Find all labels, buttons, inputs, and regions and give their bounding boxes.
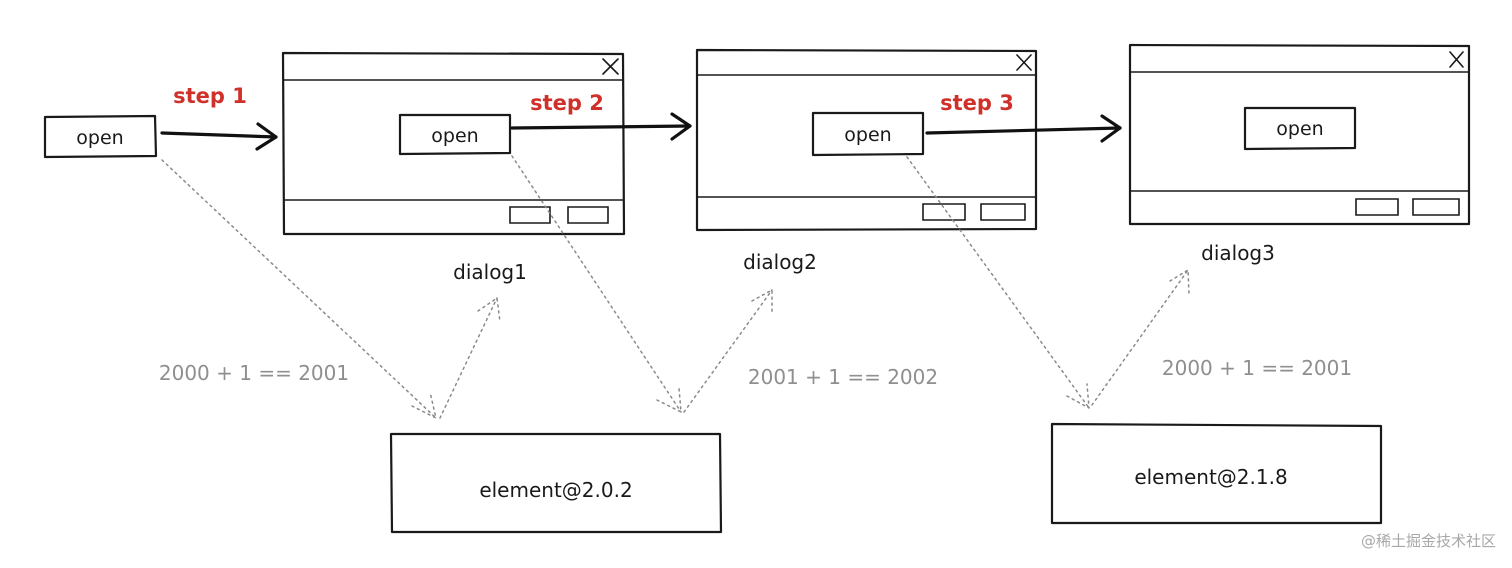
dialog2-footer-button-1[interactable] <box>922 203 966 221</box>
open-button-initial-label: open <box>76 127 123 149</box>
element-version-box-b: element@2.1.8 <box>1050 422 1383 525</box>
dialog1-footer-button-1[interactable] <box>509 206 551 224</box>
open-button-dialog2[interactable]: open <box>811 111 925 157</box>
dialog1-window <box>281 51 626 236</box>
dialog2-footer-button-2[interactable] <box>980 203 1026 221</box>
step1-label: step 1 <box>173 84 247 108</box>
dialog1-label: dialog1 <box>453 260 527 284</box>
dotted-arrow-element-a-to-dialog2 <box>683 289 773 413</box>
step3-label: step 3 <box>940 91 1014 115</box>
step2-arrow <box>510 112 692 141</box>
dialog3-close-icon[interactable] <box>1449 51 1464 68</box>
dialog3-label: dialog3 <box>1201 241 1275 265</box>
dialog3-footer-button-1[interactable] <box>1355 198 1399 216</box>
element-version-box-a: element@2.0.2 <box>389 432 723 534</box>
equation-1: 2000 + 1 == 2001 <box>159 361 349 385</box>
dialog1-close-icon[interactable] <box>602 58 619 75</box>
dialog1-footer-button-2[interactable] <box>567 206 609 224</box>
step2-label: step 2 <box>530 91 604 115</box>
element-version-b-label: element@2.1.8 <box>1134 465 1287 489</box>
dotted-arrow-element-a-to-dialog1 <box>439 297 501 419</box>
dialog3-footer-button-2[interactable] <box>1412 198 1460 216</box>
element-version-a-label: element@2.0.2 <box>479 478 632 502</box>
dialog3-window <box>1128 43 1471 226</box>
dialog2-label: dialog2 <box>743 250 817 274</box>
open-button-dialog3-label: open <box>1276 118 1323 140</box>
open-button-dialog1-label: open <box>431 125 478 147</box>
dotted-arrow-dialog1-to-element-a <box>511 155 682 413</box>
watermark: @稀土掘金技术社区 <box>1361 532 1496 550</box>
dialog2-close-icon[interactable] <box>1016 54 1032 71</box>
open-button-dialog2-label: open <box>844 124 891 146</box>
open-button-dialog1[interactable]: open <box>398 113 512 156</box>
open-button-initial[interactable]: open <box>43 114 158 159</box>
open-button-dialog3[interactable]: open <box>1243 106 1357 151</box>
dotted-arrow-initial-to-element-a <box>161 159 437 419</box>
dialog2-window <box>695 48 1038 232</box>
step3-arrow <box>925 114 1122 143</box>
equation-2: 2001 + 1 == 2002 <box>748 365 938 389</box>
dotted-arrow-dialog2-to-element-b <box>906 156 1090 409</box>
step1-arrow <box>160 122 278 151</box>
dotted-arrow-element-b-to-dialog3 <box>1091 269 1190 406</box>
equation-3: 2000 + 1 == 2001 <box>1162 356 1352 380</box>
